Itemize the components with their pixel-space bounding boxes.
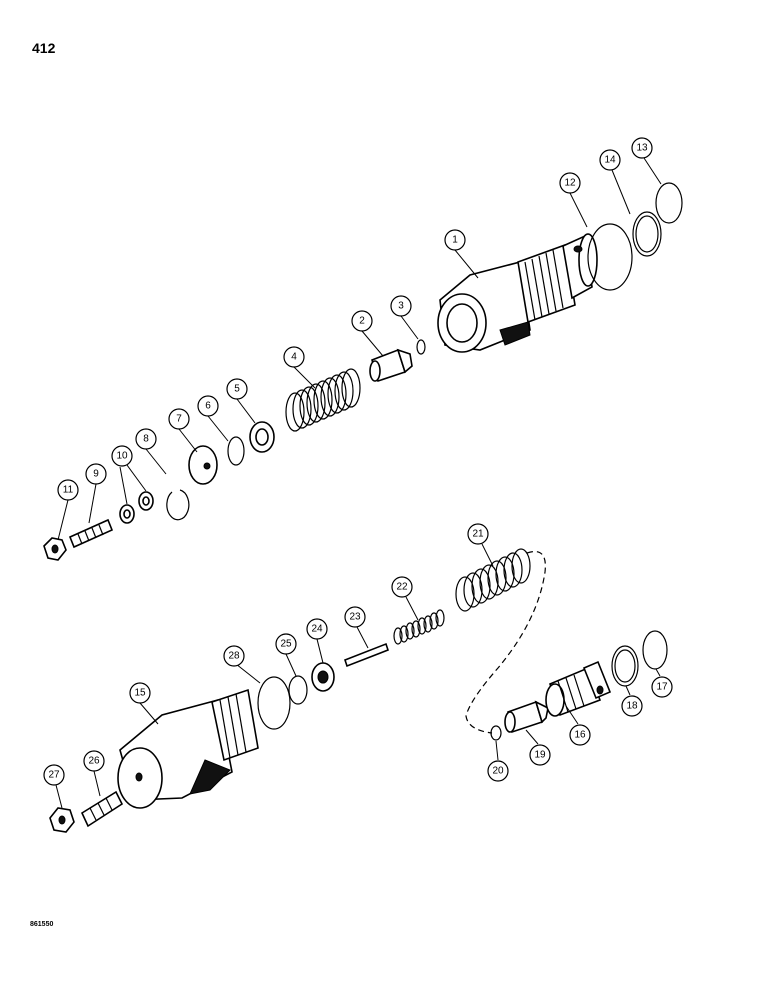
part-15-valve-body [117, 688, 259, 809]
callout-1-label: 1 [452, 235, 458, 246]
callout-9-label: 9 [93, 469, 99, 480]
callout-7-label: 7 [176, 414, 182, 425]
part-28-o-ring [257, 676, 291, 730]
part-5-seat [249, 421, 275, 453]
callout-11: 11 [57, 479, 79, 501]
callout-22: 22 [391, 576, 413, 598]
callout-10: 10 [111, 445, 133, 467]
part-14-backup-ring [632, 211, 662, 257]
part-8-snap-ring [166, 489, 190, 521]
callout-6-label: 6 [205, 401, 211, 412]
callout-15: 15 [129, 682, 151, 704]
callout-4-label: 4 [291, 352, 297, 363]
callout-25-label: 25 [280, 639, 292, 650]
callout-3-label: 3 [398, 301, 404, 312]
callout-17-label: 17 [656, 682, 668, 693]
callout-5-label: 5 [234, 384, 240, 395]
part-7-washer [188, 445, 218, 485]
callout-7: 7 [168, 408, 190, 430]
part-11-nut [43, 537, 67, 561]
part-12-o-ring [587, 223, 633, 291]
callout-18-label: 18 [626, 701, 638, 712]
callout-2-label: 2 [359, 316, 365, 327]
callout-12-label: 12 [564, 178, 576, 189]
part-25-o-ring [288, 675, 308, 705]
page-number: 412 [32, 40, 56, 56]
part-9-adjusting-screw [68, 518, 114, 549]
callout-28: 28 [223, 645, 245, 667]
part-21-spring [455, 548, 531, 612]
part-1-valve-housing [437, 233, 598, 353]
callout-17: 17 [651, 676, 673, 698]
assembly-line [465, 550, 546, 734]
callout-21: 21 [467, 523, 489, 545]
callout-14-label: 14 [604, 155, 616, 166]
callout-26: 26 [83, 750, 105, 772]
callout-16-label: 16 [574, 730, 586, 741]
callout-5: 5 [226, 378, 248, 400]
callout-20-label: 20 [492, 766, 504, 777]
callout-23-label: 23 [349, 612, 361, 623]
callout-19-label: 19 [534, 750, 546, 761]
callout-8: 8 [135, 428, 157, 450]
callout-6: 6 [197, 395, 219, 417]
callout-3: 3 [390, 295, 412, 317]
callout-25: 25 [275, 633, 297, 655]
callout-2: 2 [351, 310, 373, 332]
part-24-seat [311, 662, 335, 692]
callout-13: 13 [631, 137, 653, 159]
part-17-o-ring [642, 630, 668, 670]
callout-28-label: 28 [228, 651, 240, 662]
part-26-set-screw [80, 790, 124, 828]
callout-24-label: 24 [311, 624, 323, 635]
callout-16: 16 [569, 724, 591, 746]
callout-20: 20 [487, 760, 509, 782]
callout-4: 4 [283, 346, 305, 368]
callout-27-label: 27 [48, 770, 60, 781]
callout-26-label: 26 [88, 756, 100, 767]
callout-27: 27 [43, 764, 65, 786]
callout-14: 14 [599, 149, 621, 171]
part-3-o-ring [416, 339, 426, 355]
part-27-nut [49, 807, 75, 833]
callout-9: 9 [85, 463, 107, 485]
callout-11-label: 11 [63, 485, 74, 496]
part-16-plug [545, 660, 612, 717]
figure-code: 861550 [30, 921, 54, 928]
callout-23: 23 [344, 606, 366, 628]
callout-19: 19 [529, 744, 551, 766]
part-13-o-ring [655, 182, 683, 224]
callout-1: 1 [444, 229, 466, 251]
callout-22-label: 22 [396, 582, 408, 593]
part-18-backup-ring [611, 645, 639, 687]
part-2-poppet [369, 348, 413, 383]
part-23-pin [344, 642, 389, 668]
callout-15-label: 15 [134, 688, 146, 699]
part-19-poppet [504, 700, 549, 734]
callout-10-label: 10 [116, 451, 128, 462]
callout-24: 24 [306, 618, 328, 640]
part-22-spring [393, 609, 445, 645]
callout-13-label: 13 [636, 143, 648, 154]
part-6-o-ring [227, 436, 245, 466]
callout-12: 12 [559, 172, 581, 194]
part-20-o-ring [490, 725, 502, 741]
callout-18: 18 [621, 695, 643, 717]
part-4-spring [285, 368, 361, 432]
part-10-washers [119, 491, 154, 524]
callout-8-label: 8 [143, 434, 149, 445]
callout-21-label: 21 [472, 529, 484, 540]
